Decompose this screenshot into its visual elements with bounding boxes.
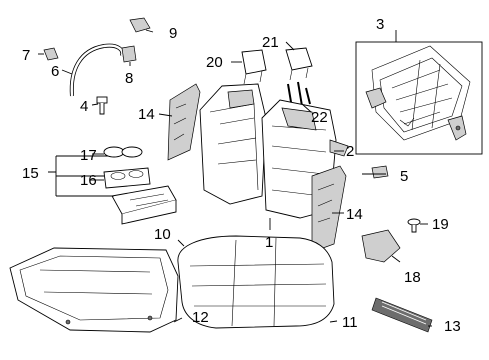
callout-5: 5 [400,168,408,185]
part-9-clip [129,17,151,33]
callout-3: 3 [376,16,384,33]
part-2-side-trim [329,139,349,157]
part-13-vent-grille [371,297,433,333]
callout-7: 7 [22,47,30,64]
callout-10: 10 [154,226,171,243]
callout-19: 19 [432,216,449,233]
part-5-clip [371,165,389,179]
callout-13: 13 [444,318,461,335]
part-14-right-bolster [311,165,347,253]
callout-4: 4 [80,98,88,115]
part-15-armrest [111,185,177,225]
part-12-cushion-frame [9,247,179,333]
part-21-headrest [285,47,313,81]
callout-22: 22 [311,109,328,126]
part-8-bracket [121,45,137,63]
part-1-seatback-assembly [199,83,337,219]
callout-2: 2 [346,143,354,160]
part-6-routing-tube [69,43,125,97]
part-4-bolt [96,96,108,115]
callout-labels: 3 9 7 6 4 8 20 21 22 14 2 5 17 16 15 14 … [22,16,461,335]
callout-8: 8 [125,70,133,87]
callout-18: 18 [404,269,421,286]
part-20-headrest [241,49,267,85]
part-7-clip [43,47,59,61]
part-18-bracket [361,229,401,263]
callout-14-right: 14 [346,206,363,223]
callout-6: 6 [51,63,59,80]
part-17-cupholder [103,146,143,158]
callout-17: 17 [80,147,97,164]
callout-20: 20 [206,54,223,71]
callout-1: 1 [265,234,273,251]
callout-9: 9 [169,25,177,42]
part-19-push-pin [407,218,421,233]
callout-21: 21 [262,34,279,51]
leader-lines [38,29,432,327]
part-16-cupholder-insert [103,167,151,189]
part-10-seat-cushion [177,235,335,329]
part-3-seatback-frame-inset [355,41,483,155]
callout-15: 15 [22,165,39,182]
callout-16: 16 [80,172,97,189]
part-14-left-bolster [167,83,201,161]
callout-11: 11 [342,314,358,331]
callout-12: 12 [192,309,209,326]
callout-14-left: 14 [138,106,155,123]
